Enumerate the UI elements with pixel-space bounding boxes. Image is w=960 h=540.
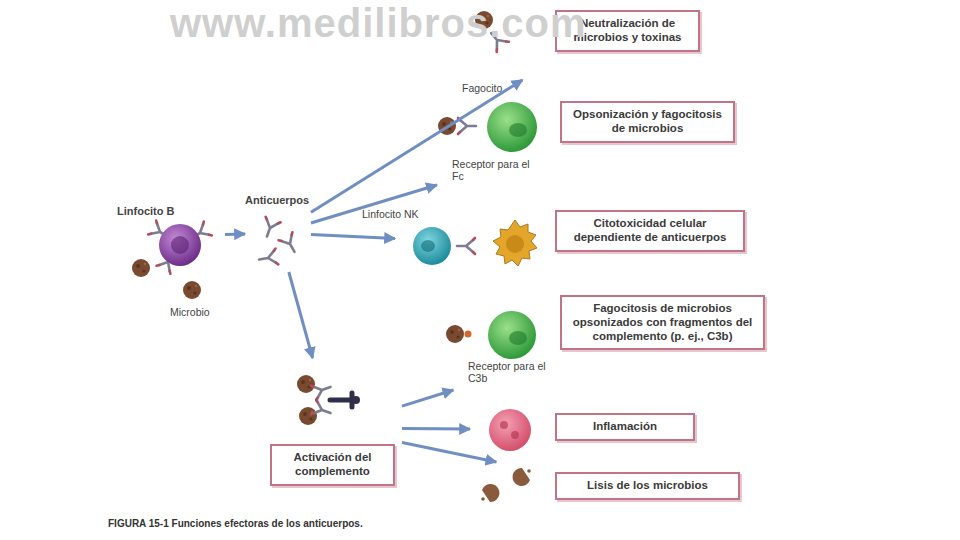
- effector-arrow: [402, 390, 453, 406]
- effector-arrow: [225, 232, 245, 236]
- effect-text: Activación del complemento: [270, 444, 395, 486]
- effect-box: Citotoxicidad celular dependiente de ant…: [395, 208, 750, 286]
- effect-box: Lisis de los microbios: [470, 462, 745, 508]
- cell-label-group: Linfocito B: [115, 205, 225, 267]
- phagocyte-fc: [438, 102, 537, 152]
- effect-box: Inflamación: [470, 410, 700, 450]
- effector-arrow: [311, 235, 395, 239]
- part-label: Receptor para el C3b: [468, 360, 553, 384]
- part-label: Fagocito: [462, 82, 532, 94]
- effect-text: Citotoxicidad celular dependiente de ant…: [555, 210, 745, 252]
- inflammatory-cell: [489, 409, 531, 451]
- lysed-microbes: [481, 468, 531, 502]
- cell-label: Linfocito B: [117, 205, 207, 217]
- watermark: www.medilibros.com: [170, 0, 730, 46]
- complement-complex: [297, 375, 360, 425]
- effect-text: Lisis de los microbios: [555, 472, 740, 500]
- effect-box: Fagocitosis de microbios opsonizados con…: [440, 295, 770, 390]
- cell-label: Anticuerpos: [245, 194, 311, 206]
- effector-arrow: [402, 442, 496, 462]
- effect-box: Opsonización y fagocitosis de microbios: [425, 97, 740, 185]
- antibody-group: Anticuerpos: [245, 194, 311, 272]
- part-label: Receptor para el Fc: [452, 158, 532, 182]
- complement-box: Activación del complemento: [262, 358, 402, 498]
- effect-text: Fagocitosis de microbios opsonizados con…: [560, 295, 765, 350]
- nk-cell-and-target: [413, 220, 537, 266]
- phagocyte-c3b: [446, 311, 536, 359]
- part-label: Linfocito NK: [362, 208, 437, 220]
- effect-text: Opsonización y fagocitosis de microbios: [560, 101, 735, 143]
- effector-arrow: [402, 427, 470, 431]
- antibodies: [258, 217, 302, 268]
- effector-arrow: [311, 185, 437, 223]
- figure-caption: FIGURA 15-1 Funciones efectoras de los a…: [108, 518, 808, 530]
- part-label: Microbio: [170, 306, 240, 318]
- effector-arrow: [289, 272, 313, 358]
- b-cell: [132, 221, 212, 299]
- effect-text: Inflamación: [555, 413, 695, 441]
